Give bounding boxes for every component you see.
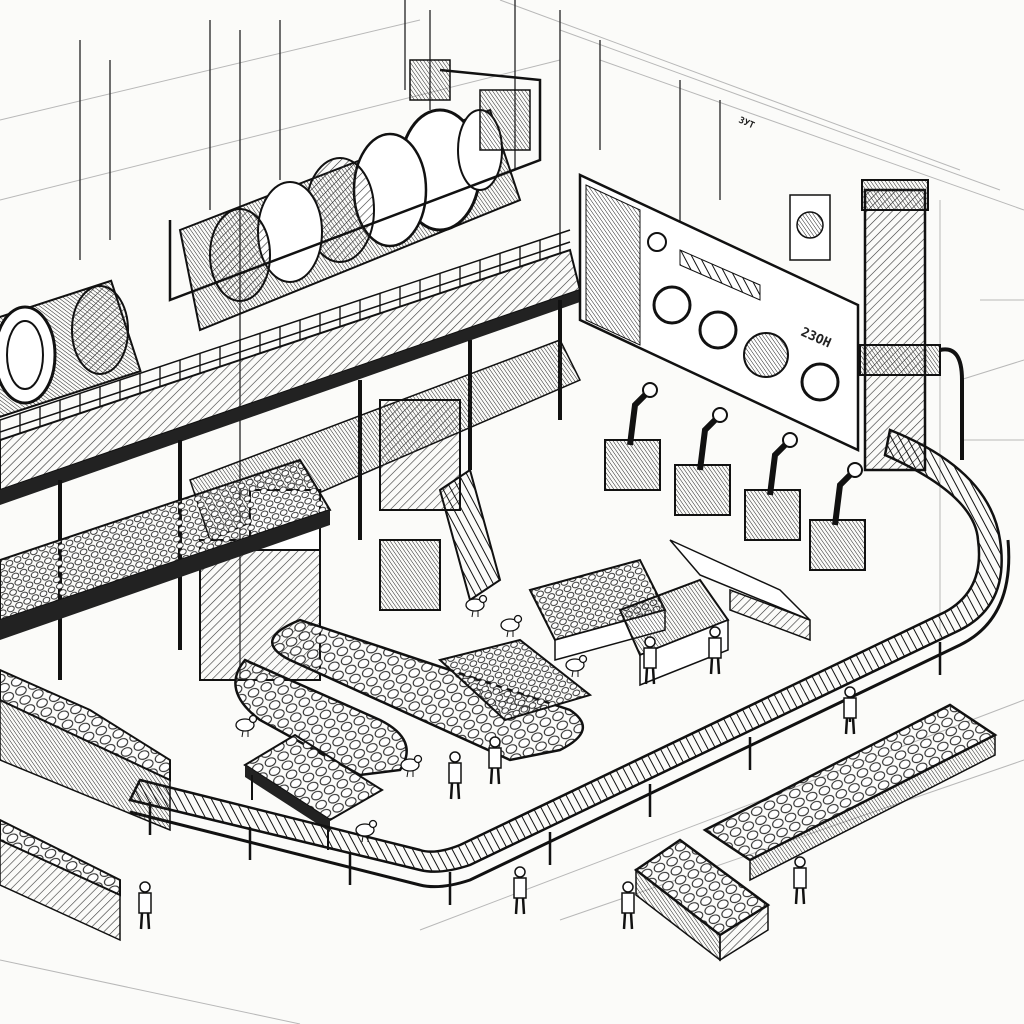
worker: [513, 866, 527, 915]
egg-racks-left: [0, 668, 171, 942]
worker: [621, 881, 635, 930]
worker: [843, 686, 857, 735]
egg-sorting-bins: [528, 539, 811, 687]
worker: [488, 736, 502, 785]
chicken: [355, 819, 378, 843]
dial-gauge-icon: [652, 285, 692, 325]
worker: [708, 626, 722, 675]
robot-arm: [604, 382, 661, 491]
worker: [793, 856, 807, 905]
egg-table: [243, 733, 384, 850]
worker: [643, 636, 657, 685]
control-display-board: 2ЗОН ЗУТ: [578, 116, 860, 452]
chicken: [500, 614, 523, 638]
egg-conveyor-u-shaped: [234, 618, 593, 777]
rotary-drum-machine-left: [0, 279, 142, 419]
factory-workers: [138, 626, 857, 930]
chickens: [235, 594, 588, 843]
rotary-drum-machine-main: [168, 59, 542, 332]
egg-conveyor-lower-long: [0, 458, 332, 640]
robot-arm: [674, 407, 731, 516]
chicken: [565, 654, 588, 678]
chicken: [465, 594, 488, 618]
scaffold-tower: [859, 179, 964, 472]
staircase: [438, 468, 502, 602]
round-gauge-icon: [647, 232, 667, 252]
chicken: [235, 714, 258, 738]
robotic-packaging-arms: [604, 382, 866, 571]
worker: [138, 881, 152, 930]
chicken: [400, 754, 423, 778]
robot-arm: [809, 462, 866, 571]
dial-gauge-icon: [698, 310, 738, 350]
egg-crate-small: [633, 838, 771, 962]
worker: [448, 751, 462, 800]
round-gauge-icon: [743, 332, 789, 378]
egg-crate-long: [702, 703, 998, 882]
robot-arm: [744, 432, 801, 541]
